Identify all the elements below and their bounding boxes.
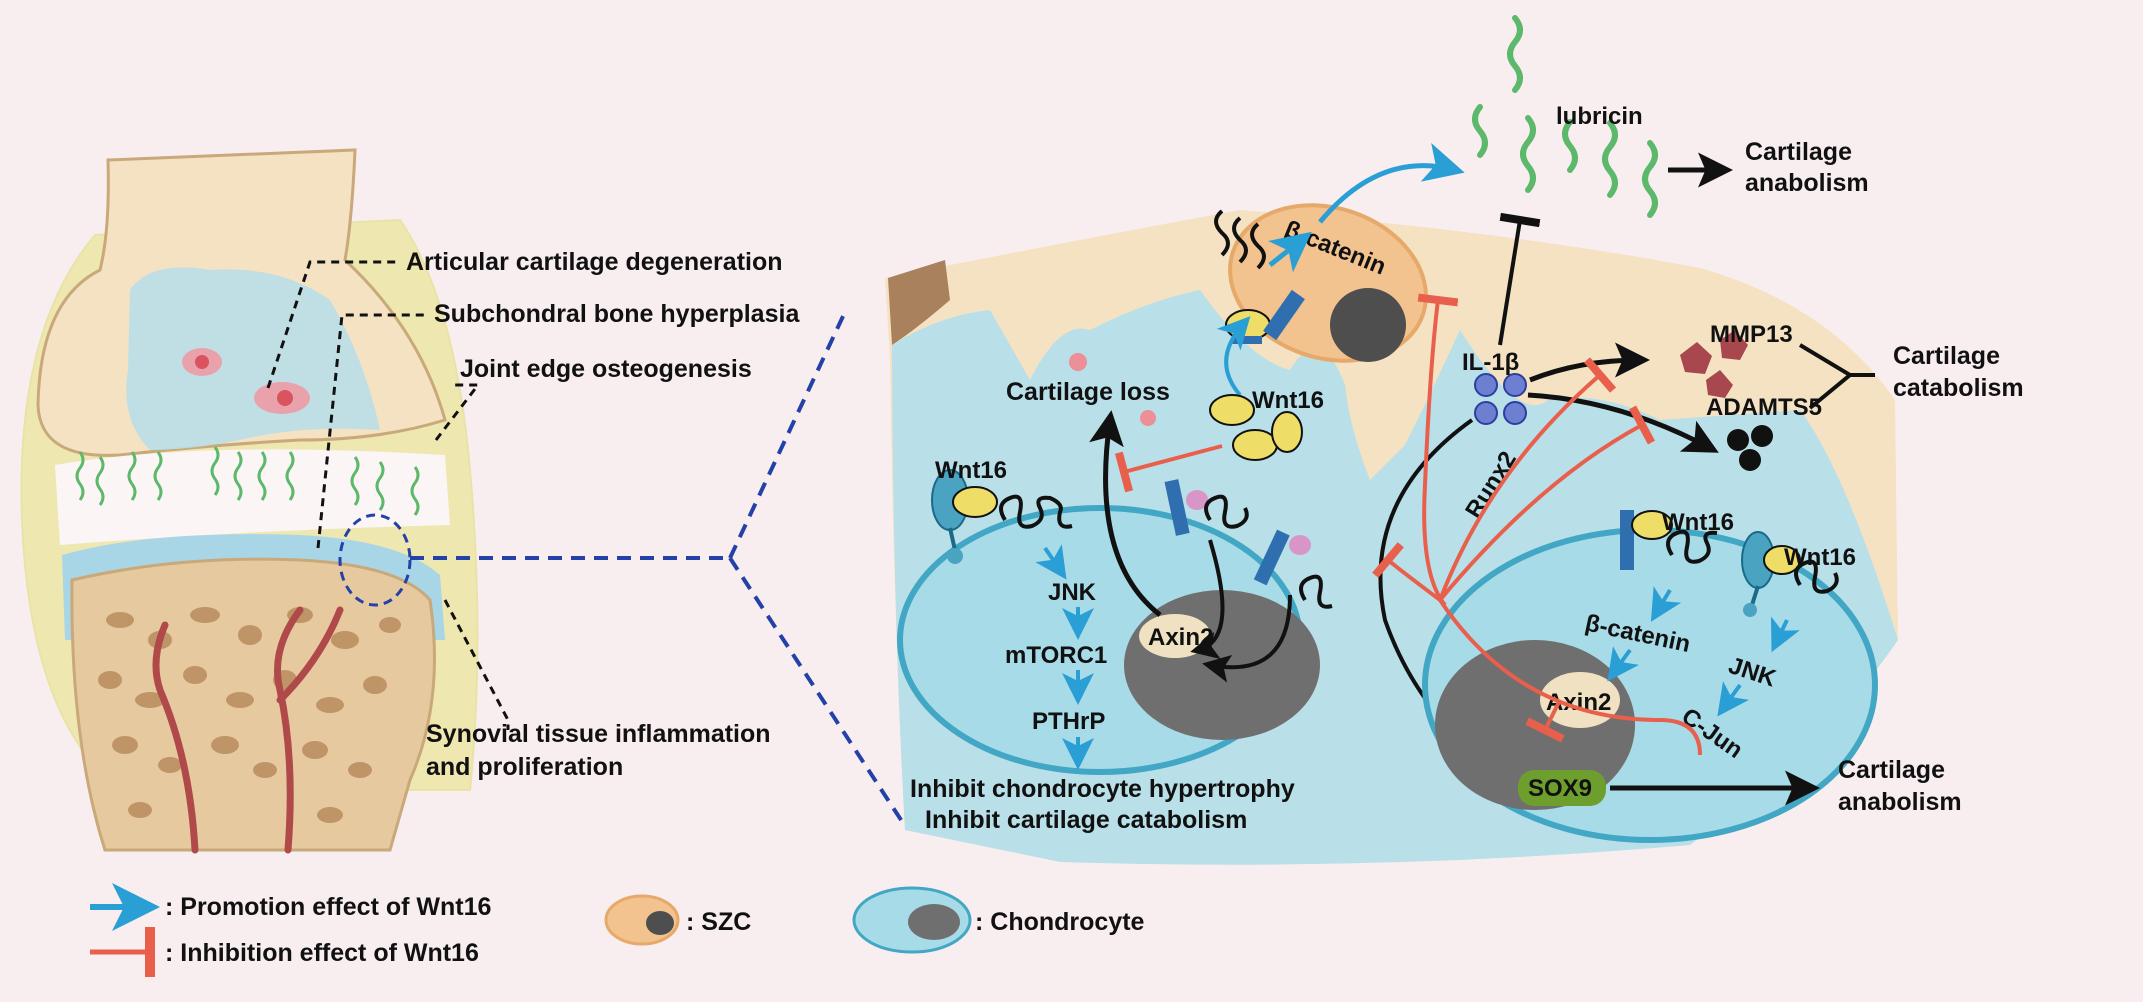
zoom-connectors (410, 311, 907, 828)
red-spot-2 (1140, 410, 1156, 426)
arrow-axin2-to-cartilage-loss (1089, 410, 1162, 617)
arrow-to-beta-catenin-right (1650, 586, 1682, 622)
arrow-receptor-to-axin2-2 (1202, 594, 1292, 683)
sox9-box (1518, 770, 1606, 806)
arrow-to-jnk-right (1770, 616, 1800, 653)
mmp13-molecules (1680, 330, 1748, 398)
arrow-jnk-to-cjun (1717, 681, 1750, 717)
legend-inhibition-text: : Inhibition effect of Wnt16 (165, 939, 479, 967)
trabecular-pattern (98, 607, 401, 823)
label-il1b: IL-1β (1462, 349, 1519, 376)
arrow-il1b-to-adamts5 (1527, 392, 1719, 453)
receptor-mid-2 (1253, 529, 1333, 609)
leader-lines (266, 260, 510, 730)
label-sox9: SOX9 (1528, 775, 1592, 802)
bracket-catabolism (1798, 343, 1875, 410)
arrow-beta-catenin-to-axin2 (1607, 646, 1640, 682)
inhibit-il1b-to-lubricin (1498, 212, 1541, 346)
label-pthrp: PTHrP (1032, 708, 1105, 735)
upper-cartilage (126, 267, 380, 450)
lower-bone (70, 557, 436, 852)
label-cartilage-anabolism-top-1: Cartilage (1745, 138, 1852, 166)
lesion-upper-3 (195, 355, 209, 369)
label-mtorc1: mTORC1 (1005, 642, 1107, 669)
arrow-to-jnk-left (1035, 544, 1067, 580)
arrow-receptor-to-axin2-1 (1190, 539, 1225, 659)
arrow-il1b-to-mmp13 (1529, 342, 1650, 383)
receptor-mid-1 (1164, 479, 1249, 536)
legend-promotion-text: : Promotion effect of Wnt16 (165, 893, 491, 921)
label-inhibit-catabolism: Inhibit cartilage catabolism (925, 806, 1247, 834)
blood-vessels (152, 606, 344, 854)
label-cartilage-loss: Cartilage loss (1006, 378, 1170, 406)
lesion-upper-4 (277, 390, 293, 406)
arrow-receptor-to-beta-catenin (1268, 231, 1312, 273)
label-adamts5: ADAMTS5 (1706, 394, 1822, 421)
label-edge-osteogenesis: Joint edge osteogenesis (460, 355, 752, 383)
label-synovial-2: and proliferation (426, 753, 623, 781)
label-wnt16-left: Wnt16 (935, 457, 1007, 484)
joint-illustration (20, 148, 479, 854)
joint-space (55, 449, 450, 545)
label-cartilage-anabolism-bottom-1: Cartilage (1838, 756, 1945, 784)
lubricin-squiggles (1472, 15, 1658, 218)
adamts5-molecules (1727, 425, 1773, 471)
label-jnk-left: JNK (1048, 579, 1097, 606)
wnt16-ligand-mid (1209, 394, 1303, 461)
arrow-wnt16-to-receptor (1216, 316, 1251, 397)
label-cartilage-anabolism-top-2: anabolism (1745, 169, 1869, 197)
il1b-molecules (1474, 373, 1527, 425)
label-articular-degeneration: Articular cartilage degeneration (406, 248, 783, 276)
label-cartilage-anabolism-bottom-2: anabolism (1838, 788, 1962, 816)
inhibition-network (1372, 293, 1702, 756)
inhibit-wnt16-to-cartilage-loss (1115, 444, 1223, 493)
legend: : Promotion effect of Wnt16 : Inhibition… (90, 883, 1145, 977)
label-lubricin: lubricin (1556, 103, 1643, 130)
receptor-right-2 (1741, 531, 1839, 617)
lubricin-squiggles-joint (75, 446, 420, 516)
legend-szc-nucleus (646, 911, 674, 935)
receptor-left (931, 469, 1073, 564)
bone-fragment (888, 260, 950, 345)
red-spot-1 (1069, 353, 1087, 371)
legend-chondrocyte-text: : Chondrocyte (975, 908, 1145, 936)
legend-szc-text: : SZC (686, 908, 751, 936)
label-cartilage-catabolism-1: Cartilage (1893, 342, 2000, 370)
arrow-szc-to-lubricin (1318, 142, 1465, 224)
label-synovial-1: Synovial tissue inflammation (426, 720, 771, 748)
label-subchondral-hyperplasia: Subchondral bone hyperplasia (434, 300, 800, 328)
label-cartilage-catabolism-2: catabolism (1893, 374, 2024, 402)
szc-nucleus (1330, 288, 1406, 362)
label-wnt16-r1: Wnt16 (1662, 509, 1734, 536)
label-mmp13: MMP13 (1710, 321, 1793, 348)
receptor-right-1 (1620, 510, 1718, 570)
label-wnt16-r2: Wnt16 (1784, 544, 1856, 571)
label-inhibit-hypertrophy: Inhibit chondrocyte hypertrophy (910, 775, 1295, 803)
legend-chondrocyte-nucleus (908, 904, 960, 940)
label-wnt16-mid: Wnt16 (1252, 387, 1324, 414)
